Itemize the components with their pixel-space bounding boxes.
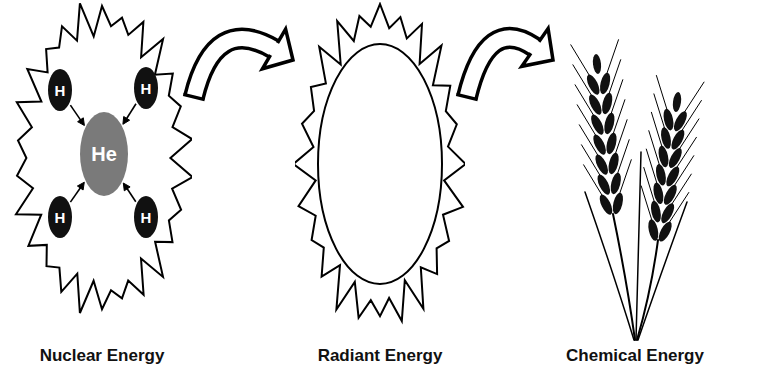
wheat-leaf — [638, 202, 687, 340]
wheat-grain — [595, 173, 613, 197]
sun-rays — [295, 4, 465, 321]
wheat-awn — [571, 45, 589, 75]
wheat-grain — [600, 92, 614, 116]
energy-panel: Chemical Energy — [555, 2, 715, 374]
energy-label: Radiant Energy — [318, 346, 443, 366]
wheat-grain — [592, 54, 602, 75]
wheat-grain — [666, 146, 684, 170]
wheat-awn — [685, 82, 704, 112]
energy-arrow — [183, 29, 293, 100]
wheat-grain — [671, 109, 689, 133]
wheat-grain — [669, 128, 687, 152]
element-symbol: H — [55, 83, 66, 98]
wheat-grain — [604, 132, 618, 156]
wheat-awn — [641, 186, 652, 220]
wheat-awn — [649, 131, 660, 165]
energy-label: Chemical Energy — [566, 346, 704, 366]
element-symbol: He — [91, 144, 117, 164]
fusion-arrow-line — [70, 187, 80, 202]
sun-disc — [318, 44, 442, 284]
wheat-awn — [651, 112, 661, 146]
wheat-awn — [616, 120, 628, 153]
wheat-leaf — [585, 192, 634, 340]
wheat-awn — [620, 160, 632, 193]
wheat-stalks — [571, 40, 704, 340]
atom-circle: He — [80, 112, 128, 196]
energy-arrow — [70, 182, 84, 202]
wheat-grain — [609, 172, 623, 196]
sunburst-spikes — [16, 3, 192, 313]
wheat-grain — [659, 201, 677, 225]
arrow-head — [262, 29, 293, 69]
energy-panel: Radiant Energy — [295, 2, 465, 374]
atom-circle: H — [134, 196, 158, 238]
wheat-grain — [607, 152, 621, 176]
wheat-stem — [613, 214, 635, 340]
wheat-awn — [654, 94, 665, 128]
atom-circle: H — [48, 196, 72, 238]
wheat-grain — [593, 153, 611, 177]
wheat-awn — [611, 80, 623, 113]
wheat-awn — [618, 140, 630, 173]
wheat-awn — [613, 100, 625, 133]
wheat-grain — [611, 192, 625, 216]
arrow-tail — [183, 94, 204, 99]
arrow-joint — [271, 43, 278, 55]
energy-label: Nuclear Energy — [40, 346, 165, 366]
fusion-arrow-line — [70, 105, 81, 121]
atom-circle: H — [48, 69, 72, 111]
atom-circle: H — [134, 67, 158, 109]
wheat-grain — [662, 108, 675, 131]
wheat-grain — [656, 220, 674, 244]
wheat-awn — [644, 168, 654, 202]
arrow-tail — [456, 94, 477, 99]
wheat-grain — [661, 183, 679, 207]
wheat-grain — [589, 113, 607, 137]
fusion-arrow-line — [126, 104, 136, 120]
wheat-grain — [672, 92, 683, 113]
wheat-grain — [598, 72, 612, 96]
energy-arrow — [123, 183, 136, 202]
arrow-head — [123, 117, 130, 125]
energy-panel: Nuclear EnergyHeHHHH — [12, 2, 192, 374]
wheat-grain — [597, 193, 615, 217]
arrow-head — [77, 182, 84, 190]
wheat-awn — [609, 60, 621, 93]
wheat-awn — [646, 149, 657, 183]
element-symbol: H — [141, 210, 152, 225]
arrow-head — [522, 29, 553, 67]
wheat-grain — [586, 93, 604, 117]
arrow-head — [123, 183, 130, 191]
element-symbol: H — [55, 210, 66, 225]
wheat-illustration — [555, 2, 715, 344]
wheat-grain — [591, 133, 609, 157]
sun-illustration — [295, 2, 465, 332]
wheat-awn — [656, 76, 667, 110]
wheat-grain — [664, 165, 682, 189]
arrow-joint — [531, 42, 539, 54]
wheat-grain — [602, 112, 616, 136]
wheat-awn — [607, 40, 619, 73]
element-symbol: H — [141, 81, 152, 96]
arrow-head — [78, 118, 85, 126]
energy-arrow — [456, 29, 553, 100]
wheat-leaf — [636, 152, 641, 340]
energy-arrow — [70, 105, 84, 125]
wheat-grain — [584, 73, 602, 97]
energy-arrow — [123, 104, 136, 125]
fusion-arrow-line — [127, 188, 136, 202]
